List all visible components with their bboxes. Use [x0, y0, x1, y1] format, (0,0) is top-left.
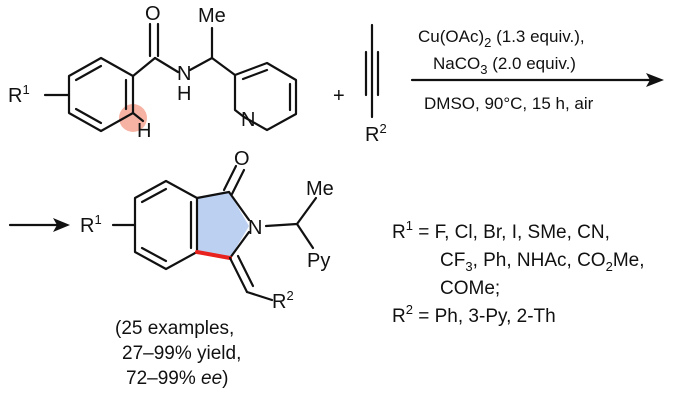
product-label-r2: R2	[272, 288, 294, 313]
substituent-list: R1 = F, Cl, Br, I, SMe, CN, CF3, Ph, NHA…	[392, 218, 645, 327]
reaction-conditions: Cu(OAc)2 (1.3 equiv.), NaCO3 (2.0 equiv.…	[410, 27, 664, 113]
summary-ee: 72–99% ee)	[126, 368, 228, 389]
alkyne: R2	[364, 23, 387, 146]
product-benzene-ring	[133, 179, 199, 271]
label-me: Me	[198, 5, 226, 27]
new-cc-bond	[195, 250, 232, 260]
r1-list-line3: COMe;	[440, 278, 500, 299]
r1-list-line1: R1 = F, Cl, Br, I, SMe, CN,	[392, 218, 610, 243]
product-label-py: Py	[307, 250, 330, 272]
plus-sign: +	[333, 85, 345, 107]
ch-highlight	[119, 104, 147, 132]
r1-list-line2: CF3, Ph, NHAc, CO2Me,	[440, 250, 645, 274]
label-nh: H	[177, 83, 191, 105]
reaction-solvent-temp: DMSO, 90°C, 15 h, air	[424, 94, 594, 113]
product-label-o: O	[234, 148, 250, 170]
product-label-me: Me	[306, 178, 334, 200]
scope-summary: (25 examples, 27–99% yield, 72–99% ee)	[115, 318, 241, 389]
reaction-arrowhead	[646, 73, 664, 87]
reagent-na: NaCO3 (2.0 equiv.)	[433, 54, 576, 77]
label-n: N	[177, 63, 191, 85]
label-r2-alkyne: R2	[365, 121, 387, 146]
product-label-n: N	[248, 217, 262, 239]
label-r1: R1	[8, 82, 30, 107]
summary-yield: 27–99% yield,	[122, 343, 241, 364]
summary-examples: (25 examples,	[115, 318, 234, 339]
pyridine-ring	[233, 61, 298, 132]
reagent-cu: Cu(OAc)2 (1.3 equiv.),	[418, 27, 585, 50]
product-label-r1: R1	[80, 212, 102, 237]
product-isoindolinone: O N Me Py R1 R2	[80, 148, 334, 313]
lactam-ring-highlight	[197, 192, 249, 258]
continuation-arrow	[8, 218, 70, 232]
label-o: O	[145, 3, 161, 25]
label-h: H	[137, 120, 151, 142]
r2-list: R2 = Ph, 3-Py, 2-Th	[392, 302, 556, 327]
label-pyridine-n: N	[241, 109, 255, 131]
starting-amide: O Me N H N H R1	[8, 3, 298, 142]
